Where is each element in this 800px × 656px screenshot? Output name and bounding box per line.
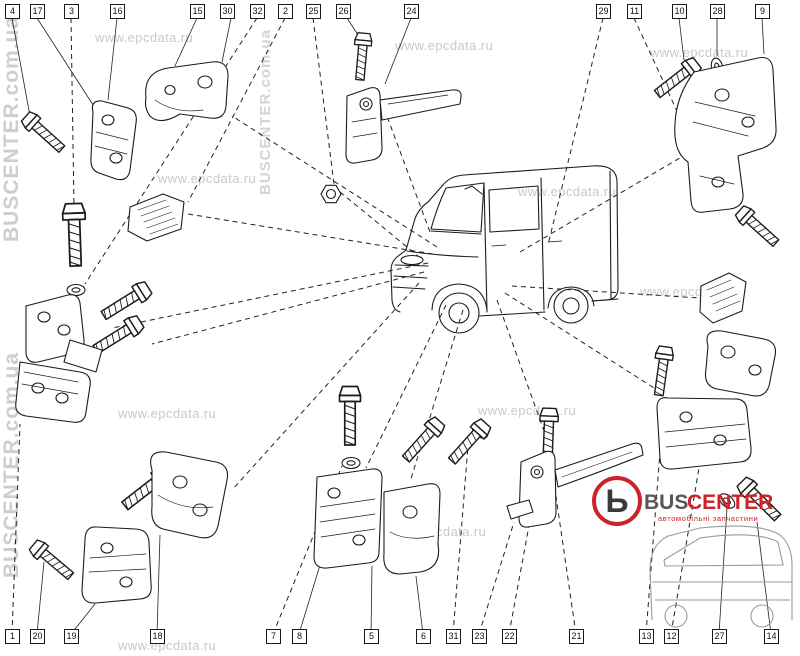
watermark-text: www.epcdata.ru <box>394 38 493 53</box>
center-hinge-assembly <box>313 385 494 575</box>
callout-23: 23 <box>472 629 487 644</box>
callout-27: 27 <box>712 629 727 644</box>
callout-9: 9 <box>755 4 770 19</box>
upper-door-check <box>320 31 462 204</box>
callout-18: 18 <box>150 629 165 644</box>
callout-24: 24 <box>404 4 419 19</box>
bolt-icon <box>61 202 88 268</box>
callout-17: 17 <box>30 4 45 19</box>
bolt-icon <box>338 385 362 446</box>
callout-32: 32 <box>250 4 265 19</box>
callout-1: 1 <box>5 629 20 644</box>
left-door-hinge <box>15 294 103 423</box>
reference-lines <box>11 17 772 635</box>
callout-4: 4 <box>5 4 20 19</box>
callout-21: 21 <box>569 629 584 644</box>
bolt-icon <box>19 109 69 157</box>
callout-3: 3 <box>64 4 79 19</box>
callout-15: 15 <box>190 4 205 19</box>
washer-icon <box>341 456 361 470</box>
van-illustration <box>390 165 619 334</box>
logo-subtitle: автомобільні запчастини <box>658 514 758 523</box>
spacer-bracket-left <box>127 193 185 242</box>
watermark-vertical: BUSCENTER.com.ua <box>0 16 23 242</box>
logo-text-bus: BUS <box>644 491 688 514</box>
callout-30: 30 <box>220 4 235 19</box>
bolt-icon <box>27 537 78 584</box>
nut-icon <box>320 184 342 204</box>
watermark-vertical: BUSCENTER.com.ua <box>257 29 274 195</box>
upper-left-hinge-assembly <box>19 61 229 181</box>
callout-29: 29 <box>596 4 611 19</box>
upper-right-hinge-assembly <box>650 54 783 251</box>
logo-glyph: Ь <box>606 483 629 519</box>
bolt-icon <box>350 31 373 82</box>
callout-31: 31 <box>446 629 461 644</box>
bolt-icon <box>733 203 783 251</box>
callout-20: 20 <box>30 629 45 644</box>
callout-14: 14 <box>764 629 779 644</box>
callout-26: 26 <box>336 4 351 19</box>
callout-28: 28 <box>710 4 725 19</box>
logo-circle-icon <box>592 476 642 526</box>
callout-13: 13 <box>639 629 654 644</box>
watermark-text: www.epcdata.ru <box>157 171 256 186</box>
callout-8: 8 <box>292 629 307 644</box>
bolt-icon <box>649 344 675 398</box>
lower-left-hinge-assembly <box>27 451 229 604</box>
watermark-text: www.epcdata.ru <box>117 406 216 421</box>
watermark-text: www.epcdata.ru <box>94 30 193 45</box>
buscenter-van-sketch <box>649 525 793 628</box>
callout-16: 16 <box>110 4 125 19</box>
bolt-icon <box>97 278 155 325</box>
callout-6: 6 <box>416 629 431 644</box>
watermark-text: www.epcdata.ru <box>117 638 216 653</box>
bolt-icon <box>398 414 448 466</box>
callout-2: 2 <box>278 4 293 19</box>
buscenter-logo: Ь BUS CENTER автомобільні запчастини <box>592 476 773 526</box>
watermark-text: www.epcdata.ru <box>477 403 576 418</box>
callout-12: 12 <box>664 629 679 644</box>
spacer-bracket-right <box>699 272 747 324</box>
callout-25: 25 <box>306 4 321 19</box>
callout-7: 7 <box>266 629 281 644</box>
lower-right-hinge-assembly <box>649 330 785 525</box>
logo-text-center: CENTER <box>687 491 773 514</box>
watermark-text: www.epcdata.ru <box>649 45 748 60</box>
lower-door-check <box>506 407 644 528</box>
callout-5: 5 <box>364 629 379 644</box>
callout-22: 22 <box>502 629 517 644</box>
callout-19: 19 <box>64 629 79 644</box>
callout-11: 11 <box>627 4 642 19</box>
washer-icon <box>66 283 86 297</box>
callout-10: 10 <box>672 4 687 19</box>
bolt-icon <box>444 416 494 468</box>
